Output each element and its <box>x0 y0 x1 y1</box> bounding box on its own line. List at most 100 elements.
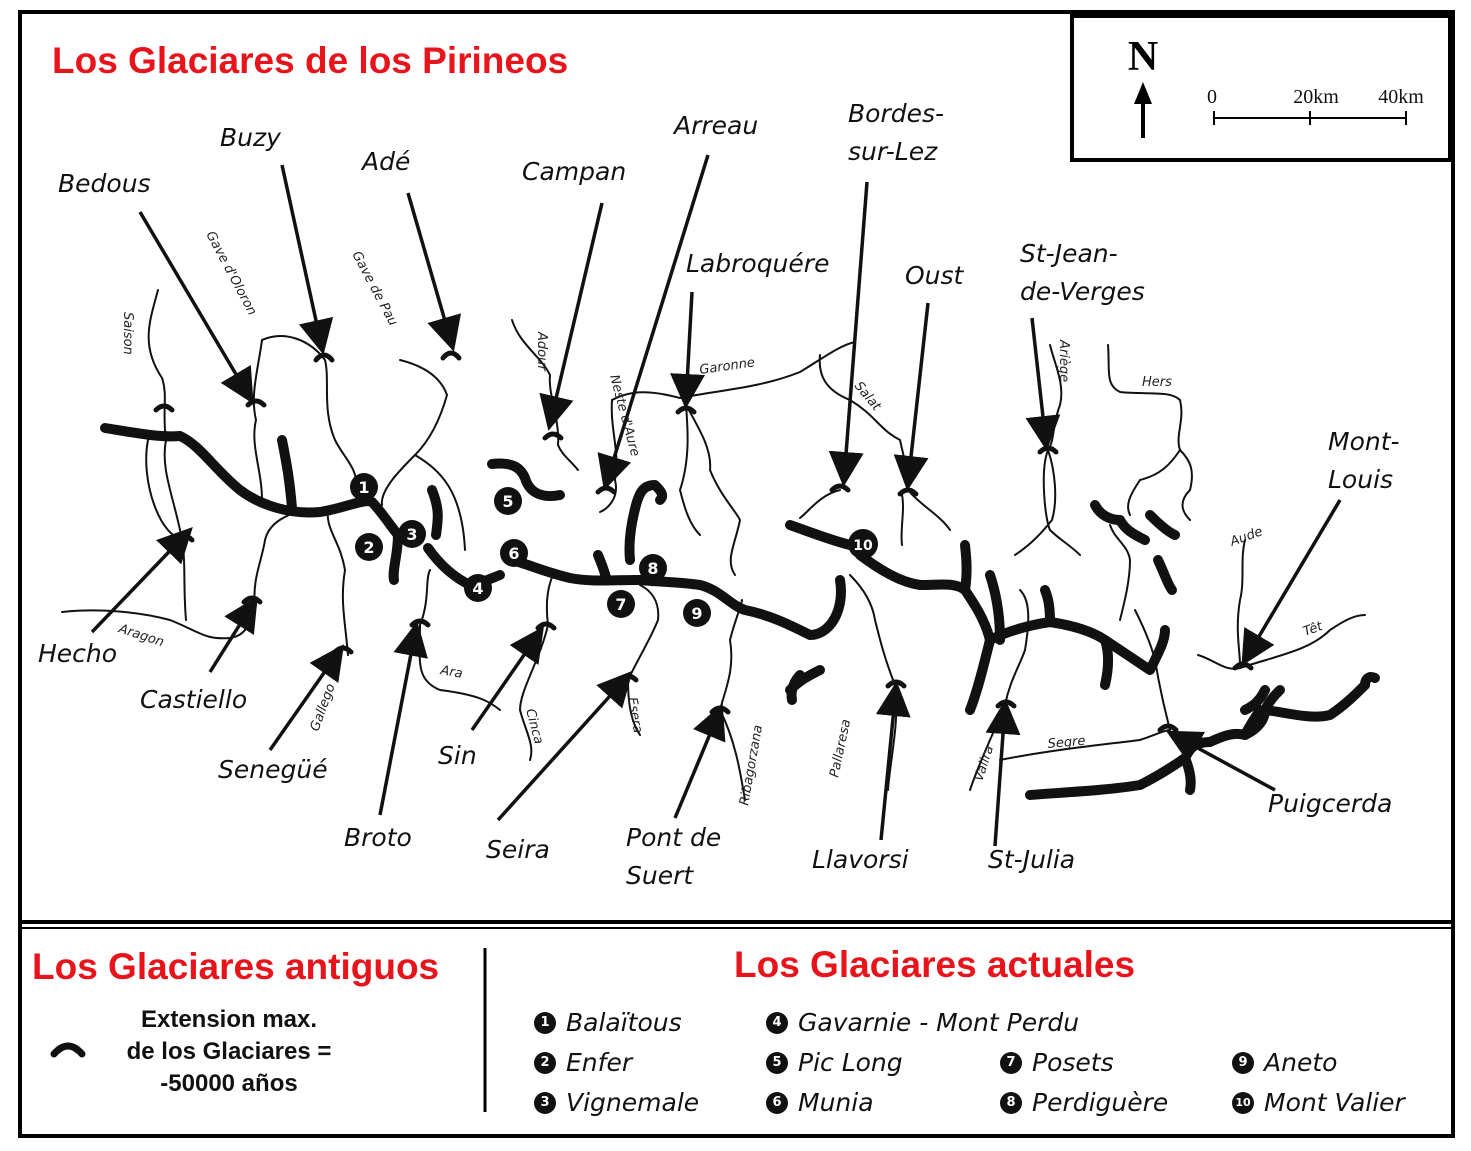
town-arrows <box>90 154 1342 847</box>
town-label-castiello: Castiello <box>140 685 247 714</box>
svg-text:9: 9 <box>691 604 702 623</box>
legend-old-line-3: -50000 años <box>160 1070 298 1097</box>
svg-text:6: 6 <box>508 544 519 563</box>
town-label-seira: Seira <box>486 835 550 864</box>
river-network <box>61 289 1366 801</box>
river-label-segre: Segre <box>1047 734 1086 752</box>
town-label-stjean-line2: de-Verges <box>1020 277 1145 306</box>
river-label-ariege: Ariège <box>1056 339 1071 382</box>
town-label-llavorsi: Llavorsi <box>812 845 909 874</box>
north-scale-box <box>1070 14 1452 162</box>
town-label-labroquere: Labroquére <box>686 249 829 278</box>
svg-text:3: 3 <box>406 525 417 544</box>
legend-old-line-1: Extension max. <box>140 1006 318 1033</box>
svg-text:4: 4 <box>472 579 483 598</box>
river-label-gave-pau: Gave de Pau <box>348 249 400 329</box>
town-label-bordes-line1: Bordes- <box>848 99 944 128</box>
moraine-legend-icon <box>50 1042 86 1058</box>
legend-glacier-3-name: Vignemale <box>566 1088 700 1117</box>
map-glacier-8: 8 <box>639 554 667 582</box>
river-label-garonne: Garonne <box>698 355 755 378</box>
river-label-aude: Aude <box>1227 524 1264 550</box>
town-label-sin: Sin <box>438 741 477 770</box>
town-label-pontdesuert-line2: Suert <box>626 861 694 890</box>
legend-glacier-4-name: Gavarnie - Mont Perdu <box>798 1008 1080 1037</box>
legend-glacier-6-name: Munia <box>798 1088 874 1117</box>
map-glacier-2: 2 <box>355 533 383 561</box>
river-label-adour: Adour <box>534 331 549 372</box>
town-label-bordes-line2: sur-Lez <box>848 137 938 166</box>
town-label-senegue: Senegüé <box>218 755 328 784</box>
map-glacier-5: 5 <box>494 487 522 515</box>
scale-label-20km: 20km <box>1293 86 1339 108</box>
river-label-valira: Valira <box>972 744 998 783</box>
legend-current-title: Los Glaciares actuales <box>734 944 1136 985</box>
town-label-stjean-line1: St-Jean- <box>1020 239 1118 268</box>
map-glacier-1: 1 <box>350 473 378 501</box>
north-arrow-icon <box>1134 82 1152 138</box>
town-labels: Bedous Buzy Adé Campan Arreau Bordes- su… <box>38 99 1400 890</box>
map-title: Los Glaciares de los Pirineos <box>52 40 569 81</box>
svg-text:2: 2 <box>363 538 374 557</box>
town-label-montlouis-line2: Louis <box>1328 465 1393 494</box>
moraine-marks <box>153 350 1254 733</box>
glacier-markers: 1 2 3 4 5 6 7 8 9 10 <box>350 473 878 627</box>
map-glacier-10: 10 <box>848 529 878 559</box>
legend-glacier-8-name: Perdiguère <box>1032 1088 1169 1117</box>
svg-text:1: 1 <box>358 478 369 497</box>
river-label-saison: Saison <box>120 312 135 355</box>
town-label-campan: Campan <box>522 157 626 186</box>
map-glacier-9: 9 <box>683 599 711 627</box>
river-label-esera: Esera <box>624 696 645 734</box>
svg-text:7: 7 <box>615 595 626 614</box>
legend-glacier-7-name: Posets <box>1032 1048 1114 1077</box>
svg-text:10: 10 <box>853 538 873 554</box>
river-label-salat: Salat <box>851 379 884 415</box>
map-glacier-3: 3 <box>398 520 426 548</box>
river-label-pallaresa: Pallaresa <box>827 718 854 779</box>
svg-text:8: 8 <box>647 559 658 578</box>
legend-old-title: Los Glaciares antiguos <box>32 946 440 987</box>
legend-old-line-2: de los Glaciares = <box>126 1038 332 1065</box>
north-label: N <box>1128 34 1158 80</box>
town-label-bedous: Bedous <box>58 169 151 198</box>
town-label-pontdesuert-line1: Pont de <box>626 823 721 852</box>
map-glacier-4: 4 <box>464 574 492 602</box>
scale-bar: 0 20km 40km <box>1207 86 1424 125</box>
map-glacier-6: 6 <box>500 539 528 567</box>
river-label-gave-oloron: Gave d'Oloron <box>202 229 259 318</box>
legend-glacier-9-name: Aneto <box>1264 1048 1338 1077</box>
svg-text:5: 5 <box>502 492 513 511</box>
legend-glacier-1-name: Balaïtous <box>566 1008 682 1037</box>
legend-glacier-5-name: Pic Long <box>798 1048 903 1077</box>
town-label-stjulia: St-Julia <box>988 845 1075 874</box>
legend-glacier-10-name: Mont Valier <box>1264 1088 1405 1117</box>
town-label-hecho: Hecho <box>38 639 117 668</box>
town-label-arreau: Arreau <box>672 111 758 140</box>
river-labels: Saison Gave d'Oloron Gave de Pau Adour N… <box>116 229 1326 807</box>
scale-label-40km: 40km <box>1378 86 1424 108</box>
legend-glacier-2-name: Enfer <box>566 1048 633 1077</box>
town-label-ade: Adé <box>360 147 410 176</box>
ancient-glacier-extents <box>100 423 1380 800</box>
map-glacier-7: 7 <box>607 590 635 618</box>
river-label-ribagorzana: Ribagorzana <box>737 724 766 807</box>
outer-frame <box>18 10 1455 1138</box>
scale-label-0: 0 <box>1207 86 1217 108</box>
town-label-oust: Oust <box>905 261 965 290</box>
town-label-broto: Broto <box>344 823 412 852</box>
town-label-buzy: Buzy <box>220 123 282 152</box>
legend-old-description: Extension max. de los Glaciares = -50000… <box>104 1004 354 1100</box>
river-label-ara: Ara <box>438 663 463 682</box>
river-label-tet: Têt <box>1301 619 1325 640</box>
river-label-hers: Hers <box>1142 375 1172 390</box>
